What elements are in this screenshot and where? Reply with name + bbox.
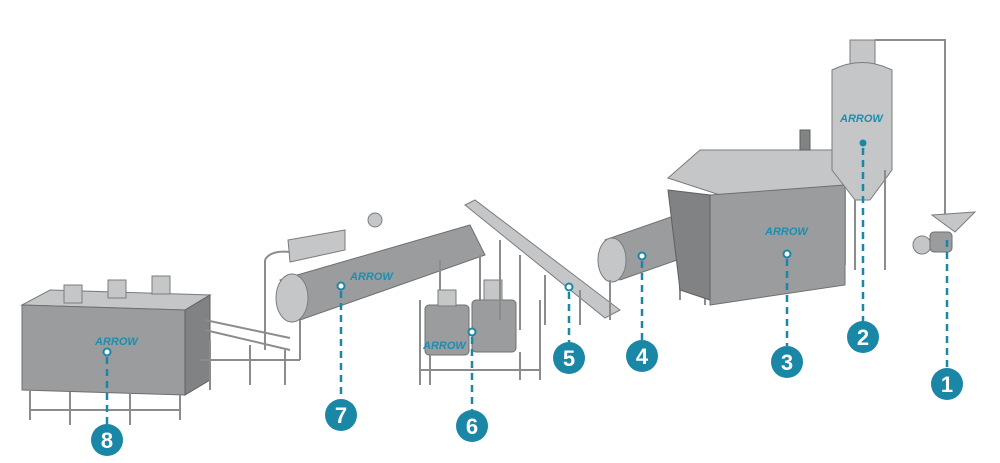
svg-text:3: 3	[781, 350, 793, 375]
callout-5[interactable]: 5	[553, 282, 585, 375]
callout-4[interactable]: 4	[626, 251, 658, 373]
callout-2[interactable]: 2	[847, 139, 879, 354]
conveyor	[200, 319, 300, 390]
callout-3[interactable]: 3	[771, 249, 803, 379]
machine-7-seasoning-drum: ARROW	[264, 212, 486, 360]
svg-text:8: 8	[101, 428, 113, 453]
svg-text:7: 7	[335, 403, 347, 428]
machine-6-tanks: ARROW	[419, 279, 541, 385]
svg-text:6: 6	[466, 414, 478, 439]
svg-text:1: 1	[941, 372, 953, 397]
svg-text:ARROW: ARROW	[839, 113, 884, 125]
svg-text:2: 2	[857, 325, 869, 350]
machine-3-roaster: ARROW	[667, 129, 846, 306]
machine-8-fryer: ARROW	[20, 275, 212, 425]
svg-text:4: 4	[636, 344, 649, 369]
machine-1-blower	[912, 211, 977, 255]
svg-text:ARROW: ARROW	[349, 271, 394, 283]
svg-text:ARROW: ARROW	[94, 336, 139, 348]
machine-2-silo: ARROW	[831, 39, 946, 270]
machine-5-incline-conveyor	[464, 199, 621, 330]
callout-8[interactable]: 8	[91, 347, 123, 457]
svg-text:5: 5	[563, 346, 575, 371]
svg-text:ARROW: ARROW	[764, 226, 809, 238]
callout-6[interactable]: 6	[456, 327, 488, 443]
callout-7[interactable]: 7	[325, 281, 357, 432]
callout-1[interactable]: 1	[931, 240, 963, 400]
svg-text:ARROW: ARROW	[422, 340, 467, 352]
